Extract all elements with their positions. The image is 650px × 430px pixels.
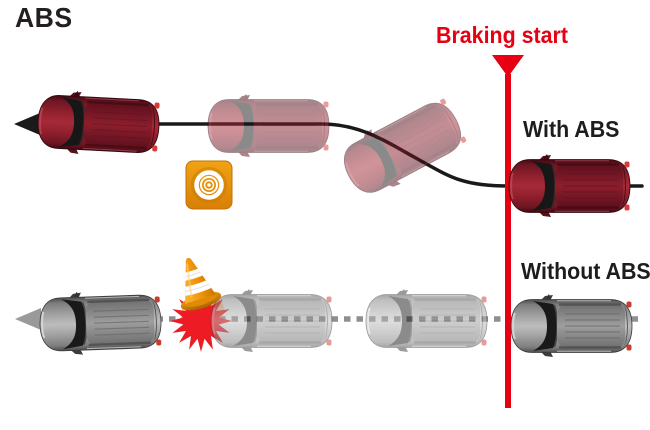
car-without-abs-start [509, 292, 634, 359]
braking-start-label: Braking start [436, 22, 568, 48]
car-with-abs-ghost-2 [332, 89, 472, 205]
car-with-abs-ghost-1 [206, 92, 331, 159]
skid-path-arrow-icon [15, 308, 41, 330]
page-title: ABS [15, 2, 73, 33]
with-abs-label: With ABS [523, 116, 620, 142]
car-with-abs-final [35, 87, 162, 160]
car-without-abs-ghost-1 [209, 287, 334, 354]
car-without-abs-ghost-2 [364, 287, 489, 354]
swerve-path-arrow-icon [14, 113, 40, 135]
car-with-abs-start [507, 152, 632, 219]
traffic-cone-top-view-icon [185, 160, 233, 210]
braking-start-triangle-icon [492, 55, 524, 77]
car-without-abs-final [37, 287, 164, 358]
without-abs-label: Without ABS [521, 258, 650, 284]
